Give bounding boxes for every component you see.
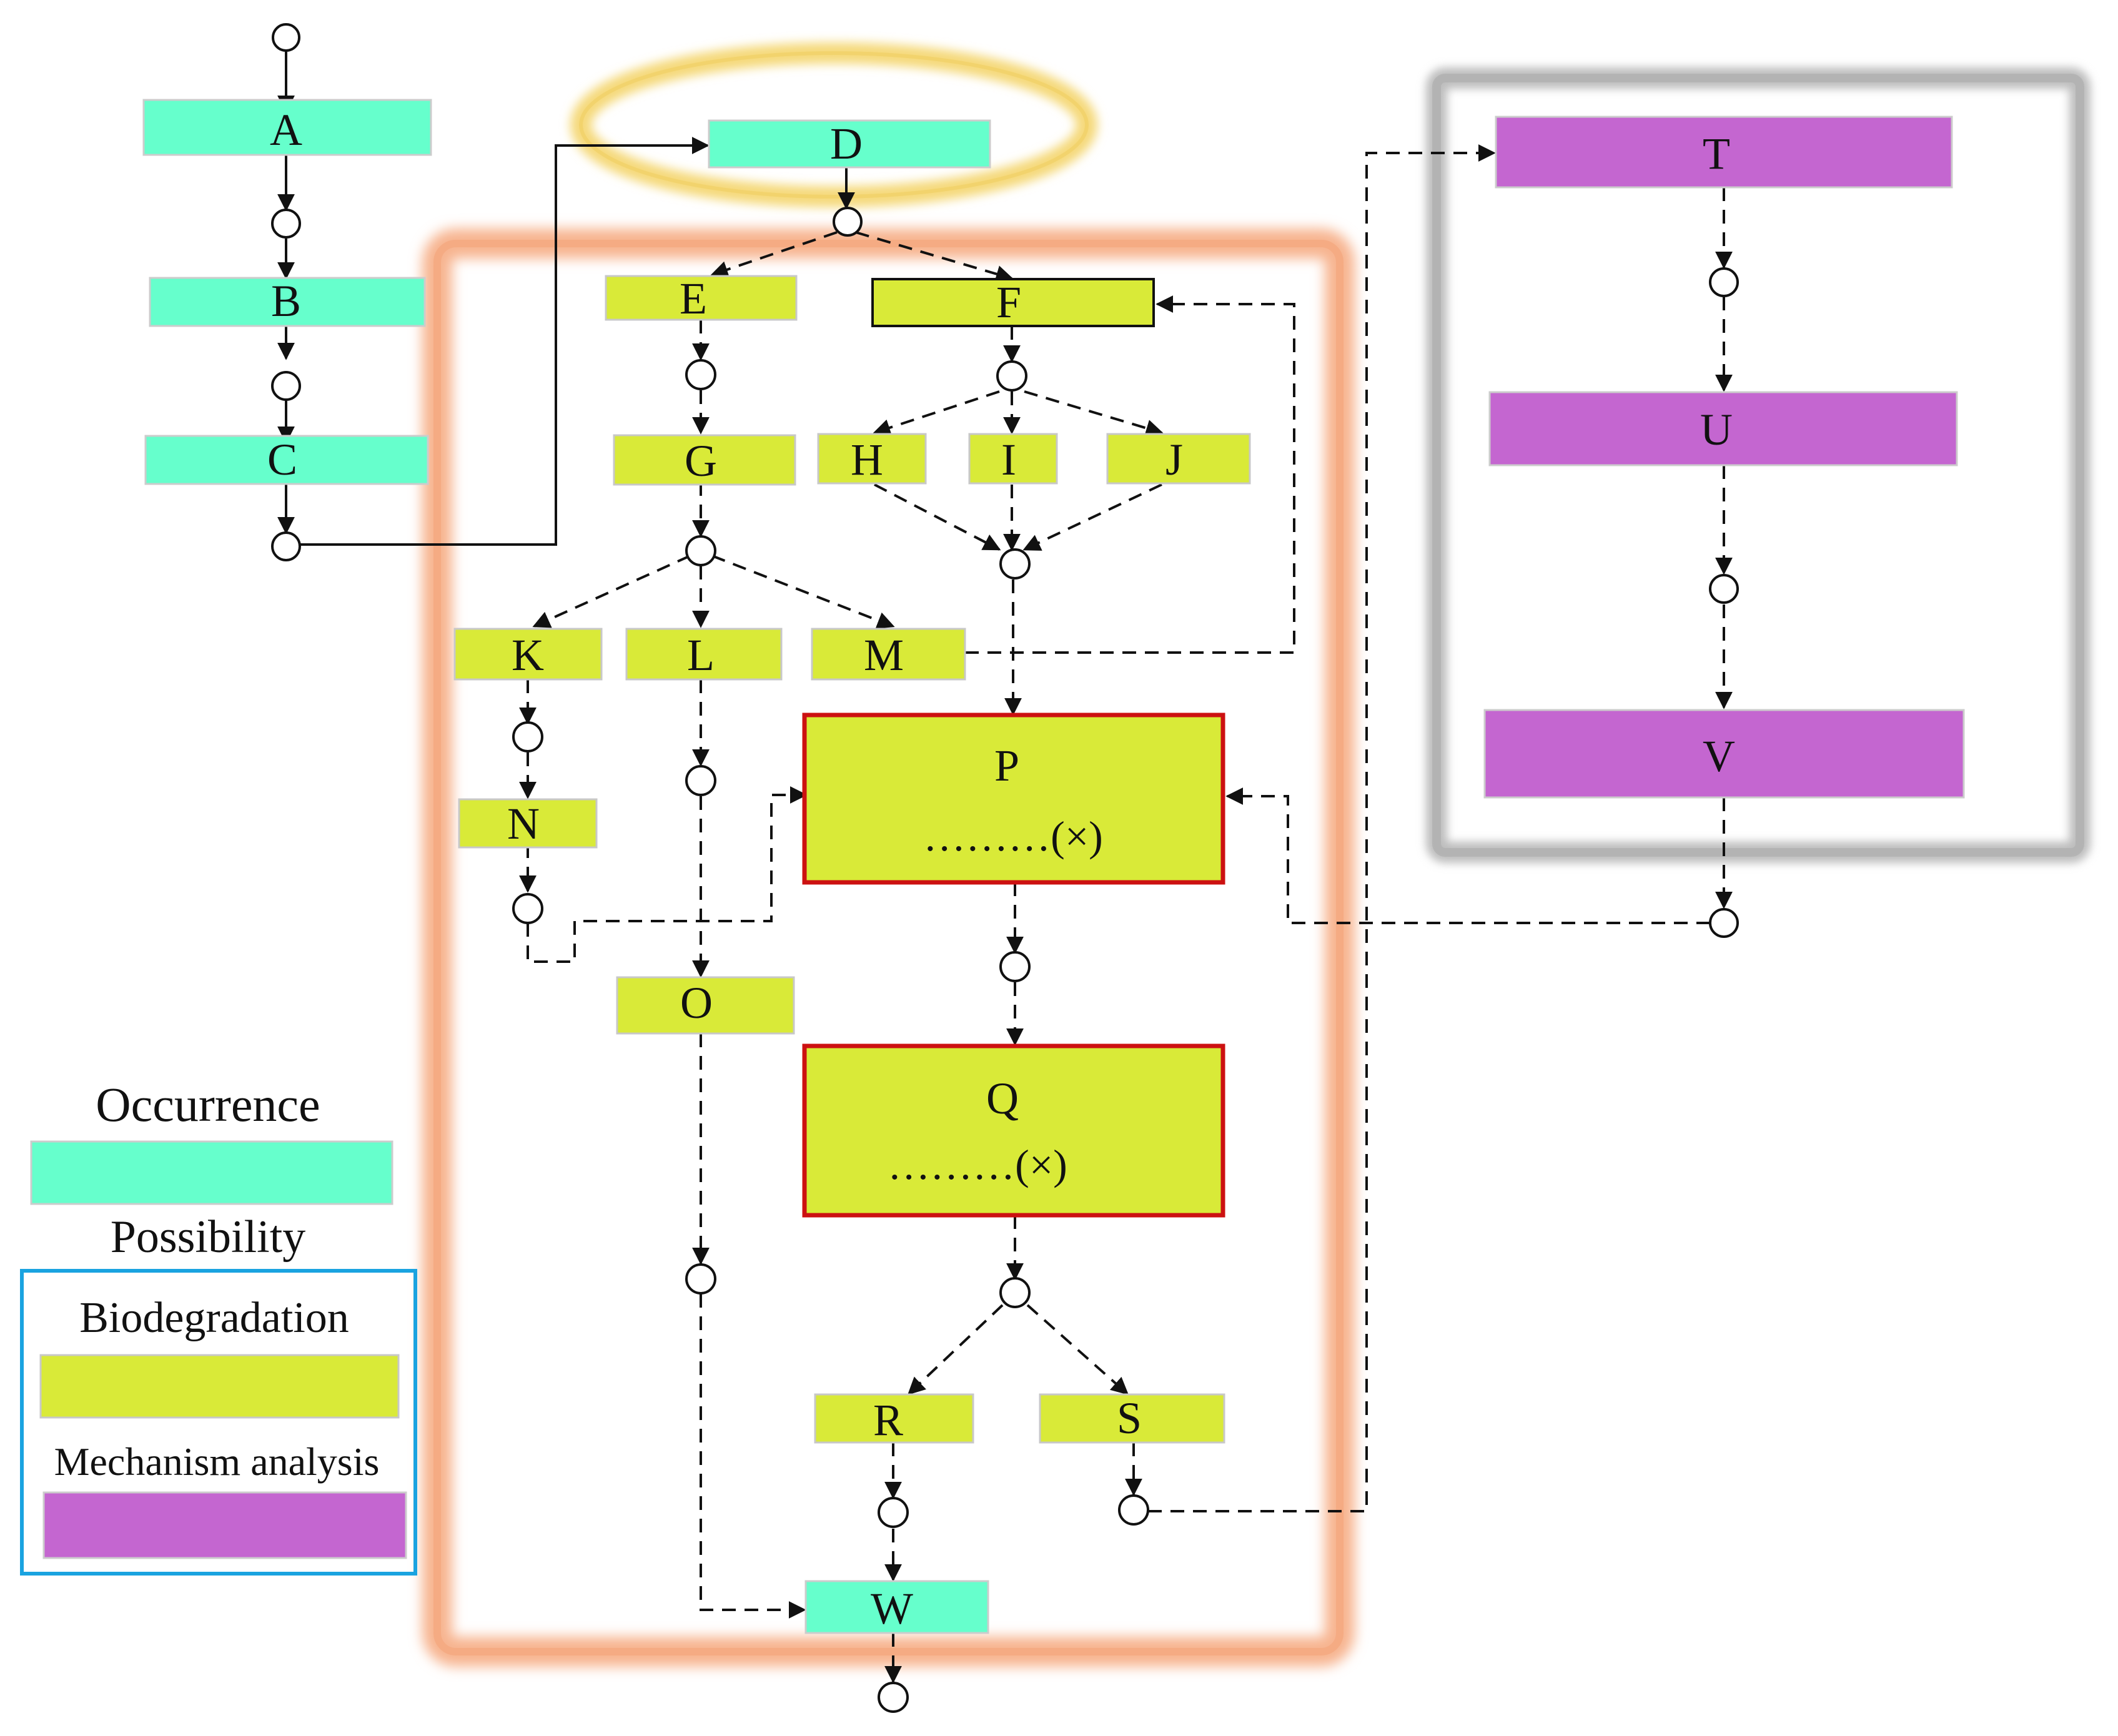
node-p-note: ………(×) bbox=[923, 812, 1103, 860]
node-d-label: D bbox=[830, 119, 863, 169]
node-a-label: A bbox=[270, 105, 302, 155]
node-o-label: O bbox=[680, 978, 713, 1028]
node-q-note: ………(×) bbox=[888, 1141, 1067, 1188]
biodegradation-region-frame bbox=[433, 240, 1344, 1655]
node-f-label: F bbox=[996, 277, 1021, 327]
node-a: A bbox=[142, 99, 432, 156]
node-o: O bbox=[616, 976, 795, 1035]
legend-possibility-label: Possibility bbox=[111, 1211, 306, 1263]
node-c: C bbox=[144, 435, 429, 485]
node-f: F bbox=[871, 277, 1155, 327]
node-d-highlight-ring bbox=[579, 51, 1089, 199]
node-w: W bbox=[804, 1580, 989, 1634]
node-q: Q ………(×) bbox=[802, 1043, 1225, 1218]
legend-biodegradation-swatch bbox=[39, 1354, 400, 1419]
node-q-label: Q bbox=[986, 1073, 1019, 1123]
node-g: G bbox=[613, 434, 796, 486]
node-u: U bbox=[1488, 391, 1958, 466]
node-p: P ………(×) bbox=[802, 713, 1225, 885]
node-p-label: P bbox=[994, 741, 1019, 791]
node-n-label: N bbox=[507, 799, 540, 849]
node-l: L bbox=[625, 628, 783, 681]
legend-occurrence-swatch bbox=[30, 1140, 393, 1205]
mechanism-region-frame bbox=[1432, 74, 2084, 857]
junction-circles bbox=[271, 23, 1739, 1713]
node-g-label: G bbox=[685, 436, 717, 486]
node-j: J bbox=[1106, 433, 1251, 485]
node-l-label: L bbox=[687, 630, 715, 680]
node-t-label: T bbox=[1703, 129, 1730, 179]
node-d: D bbox=[708, 119, 991, 169]
node-j-label: J bbox=[1165, 435, 1183, 485]
legend: Occurrence Possibility Biodegradation Me… bbox=[20, 1077, 417, 1576]
node-m-label: M bbox=[864, 630, 904, 680]
node-k: K bbox=[453, 628, 603, 681]
node-b: B bbox=[149, 276, 426, 327]
legend-mechanism-swatch bbox=[42, 1491, 407, 1559]
node-h-label: H bbox=[851, 435, 883, 485]
node-k-label: K bbox=[512, 630, 544, 680]
legend-mechanism-label: Mechanism analysis bbox=[54, 1439, 380, 1484]
node-t: T bbox=[1495, 116, 1953, 189]
legend-possibility-box bbox=[20, 1269, 417, 1576]
node-m: M bbox=[811, 628, 966, 681]
node-i: I bbox=[968, 433, 1058, 485]
node-v: V bbox=[1483, 709, 1965, 799]
node-c-label: C bbox=[267, 435, 297, 485]
node-e-label: E bbox=[680, 274, 707, 323]
node-v-label: V bbox=[1703, 731, 1735, 781]
legend-occurrence-label: Occurrence bbox=[96, 1077, 320, 1132]
node-e: E bbox=[605, 274, 798, 323]
node-s: S bbox=[1039, 1393, 1225, 1444]
node-r: R bbox=[814, 1393, 974, 1445]
node-s-label: S bbox=[1117, 1393, 1142, 1443]
node-b-label: B bbox=[271, 276, 301, 326]
node-u-label: U bbox=[1700, 405, 1733, 455]
node-r-label: R bbox=[873, 1395, 903, 1445]
legend-biodegradation-label: Biodegradation bbox=[79, 1294, 349, 1342]
node-h: H bbox=[817, 433, 927, 485]
node-w-label: W bbox=[871, 1584, 913, 1634]
node-i-label: I bbox=[1001, 435, 1016, 485]
node-n: N bbox=[458, 798, 598, 849]
